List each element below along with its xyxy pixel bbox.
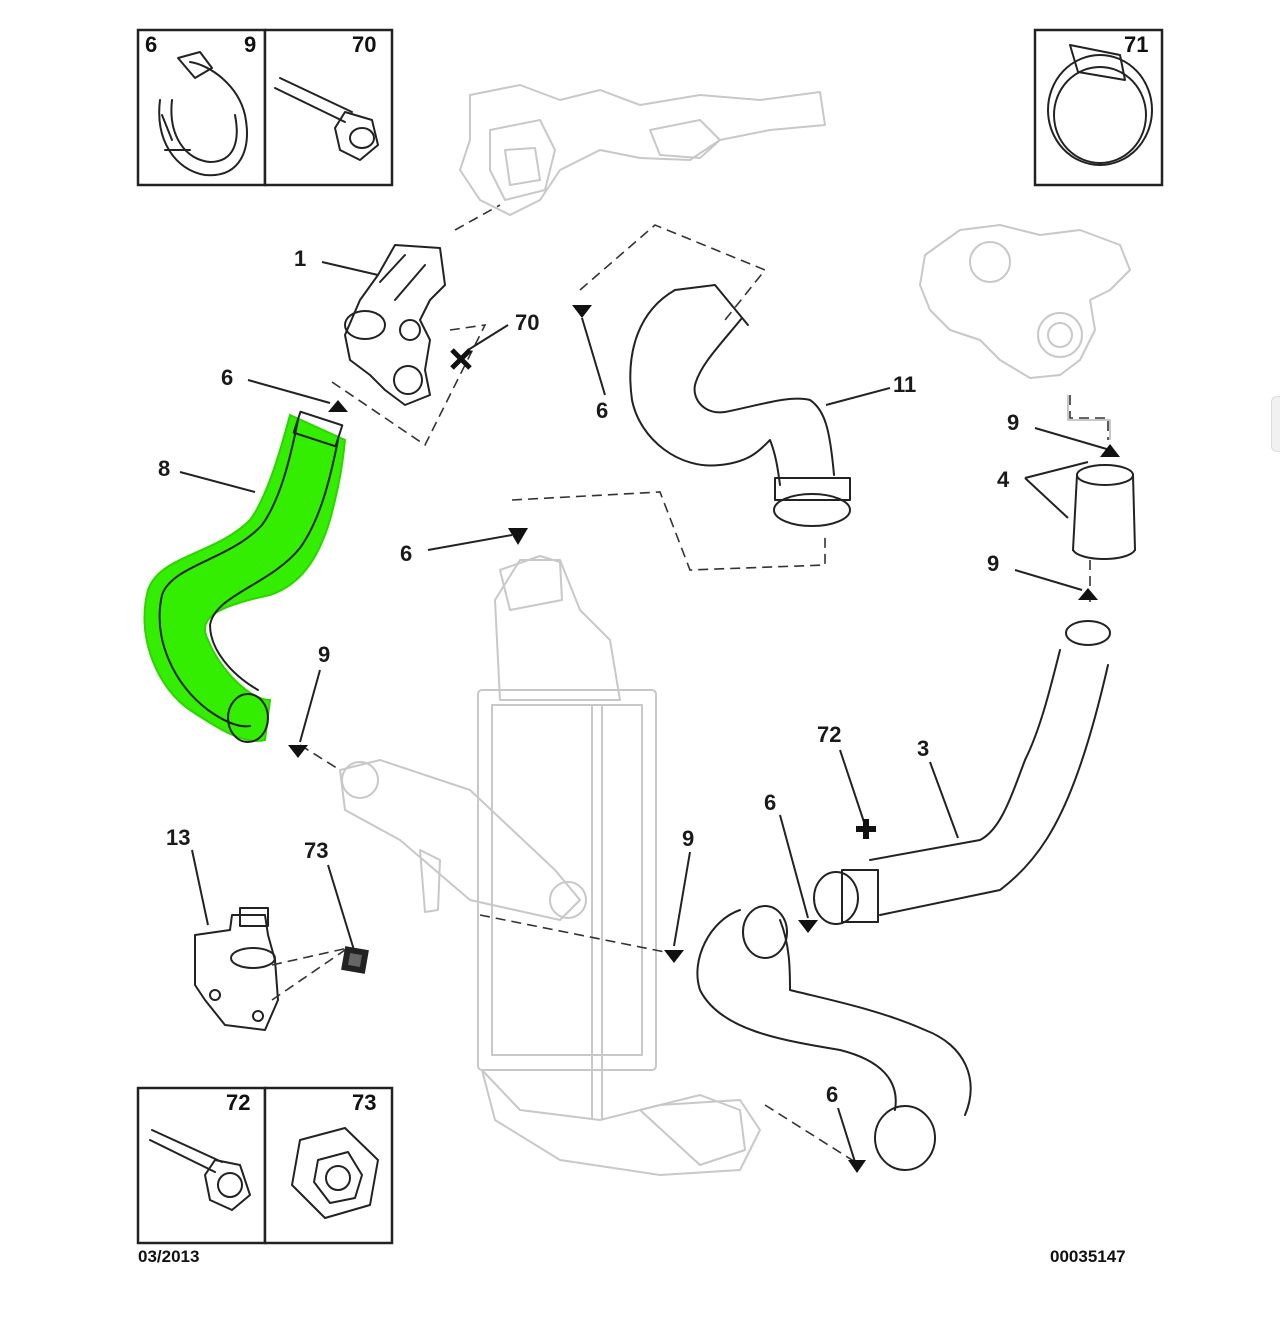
- scroll-handle[interactable]: [1271, 396, 1280, 452]
- arrow-down-icon: [664, 950, 684, 963]
- hose-part-8[interactable]: [143, 410, 347, 743]
- callout-8: 8: [158, 456, 170, 481]
- detail-box-bolt-70: 70: [263, 28, 394, 187]
- arrow-down-icon: [848, 1160, 866, 1173]
- arrowheads: [288, 305, 1120, 1173]
- assembly-lines: [271, 204, 1109, 1166]
- callout-6: 6: [221, 365, 233, 390]
- hose-part-11[interactable]: [629, 284, 851, 527]
- svg-text:6: 6: [145, 32, 157, 57]
- callout-6: 6: [826, 1082, 838, 1107]
- footer-date: 03/2013: [138, 1247, 199, 1266]
- arrow-down-icon: [508, 528, 528, 545]
- callout-11: 11: [893, 372, 916, 397]
- sleeve-part-4[interactable]: [1072, 464, 1136, 560]
- turbocharger-ghost: [919, 224, 1131, 440]
- throttle-body-part-1[interactable]: [344, 244, 446, 406]
- arrow-down-icon: [798, 920, 818, 933]
- callout-70: 70: [515, 310, 539, 335]
- pipe-part-3[interactable]: [813, 620, 1111, 925]
- callout-6: 6: [400, 541, 412, 566]
- callout-72: 72: [817, 722, 841, 747]
- callout-6: 6: [764, 790, 776, 815]
- svg-text:70: 70: [352, 32, 376, 57]
- arrow-down-icon: [1078, 588, 1098, 600]
- callout-13: 13: [166, 825, 190, 850]
- detail-box-nut-73: 73: [263, 1086, 394, 1245]
- callout-9: 9: [318, 642, 330, 667]
- callouts: 1 70 6 6 11 8 9 4 9 6 9 72 3 6 9 13 73 6: [158, 246, 1019, 1107]
- arrow-down-icon: [572, 305, 592, 318]
- footer-reference: 00035147: [1050, 1247, 1126, 1266]
- svg-text:9: 9: [244, 32, 256, 57]
- callout-9: 9: [682, 826, 694, 851]
- detail-box-clamp-6-9: 6 9: [136, 28, 267, 187]
- detail-box-clamp-71: 71: [1033, 28, 1164, 187]
- callout-9: 9: [1007, 410, 1019, 435]
- lower-hose[interactable]: [696, 905, 972, 1171]
- valve-part-13[interactable]: [194, 907, 279, 1031]
- callout-73: 73: [304, 838, 328, 863]
- arrow-down-icon: [288, 745, 308, 758]
- callout-3: 3: [917, 736, 929, 761]
- callout-4: 4: [997, 467, 1010, 492]
- svg-text:73: 73: [352, 1090, 376, 1115]
- svg-text:72: 72: [226, 1090, 250, 1115]
- callout-9: 9: [987, 551, 999, 576]
- detail-box-screw-72: 72: [136, 1086, 267, 1245]
- svg-text:71: 71: [1124, 32, 1148, 57]
- arrow-down-icon: [1100, 444, 1120, 457]
- cross-icon: [450, 348, 472, 370]
- intercooler-ghost: [339, 555, 761, 1176]
- square-nut-icon: [341, 946, 369, 974]
- engine-block-ghost: [459, 84, 826, 216]
- callout-6: 6: [596, 398, 608, 423]
- arrow-down-icon: [328, 400, 348, 412]
- leader-lines: [179, 261, 1111, 1163]
- callout-1: 1: [294, 246, 306, 271]
- plus-icon: [856, 819, 876, 839]
